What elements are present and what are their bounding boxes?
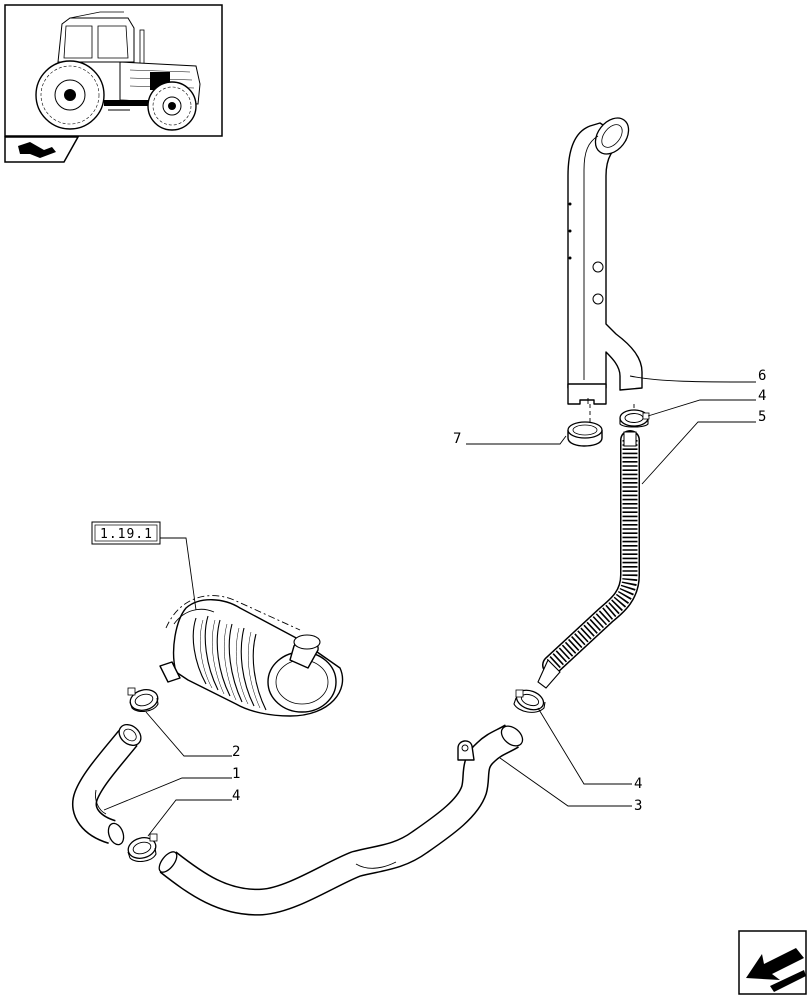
intake-pipe-3 bbox=[158, 724, 524, 916]
hose-clamp-2 bbox=[127, 687, 159, 713]
exhaust-silencer bbox=[567, 117, 643, 405]
rubber-hose-1 bbox=[72, 724, 142, 846]
section-tab-icon[interactable] bbox=[4, 136, 80, 163]
callout-1: 1 bbox=[232, 766, 240, 782]
callout-5: 5 bbox=[758, 409, 766, 425]
callout-4-top: 4 bbox=[758, 388, 766, 404]
reference-label: 1.19.1 bbox=[100, 527, 153, 542]
callout-7: 7 bbox=[453, 431, 461, 447]
hose-clamp-lower-right bbox=[513, 689, 546, 713]
callout-4-right: 4 bbox=[634, 776, 642, 792]
callout-4-left: 4 bbox=[232, 788, 240, 804]
air-filter-housing bbox=[159, 595, 344, 717]
corrugated-hose bbox=[537, 430, 640, 689]
callout-2: 2 bbox=[232, 744, 240, 760]
callout-6: 6 bbox=[758, 368, 766, 384]
hose-clamp-lower-left bbox=[127, 833, 158, 863]
callouts: 6 4 5 7 2 1 4 4 3 bbox=[232, 368, 766, 814]
ring-7 bbox=[567, 421, 603, 447]
previous-page-arrow-icon[interactable] bbox=[738, 930, 807, 995]
hose-clamp-top bbox=[619, 409, 650, 428]
reference-box-1-19-1[interactable]: 1.19.1 bbox=[91, 521, 161, 545]
leader-lines bbox=[103, 375, 757, 837]
tractor-thumbnail-icon[interactable] bbox=[4, 4, 223, 137]
callout-3: 3 bbox=[634, 798, 642, 814]
